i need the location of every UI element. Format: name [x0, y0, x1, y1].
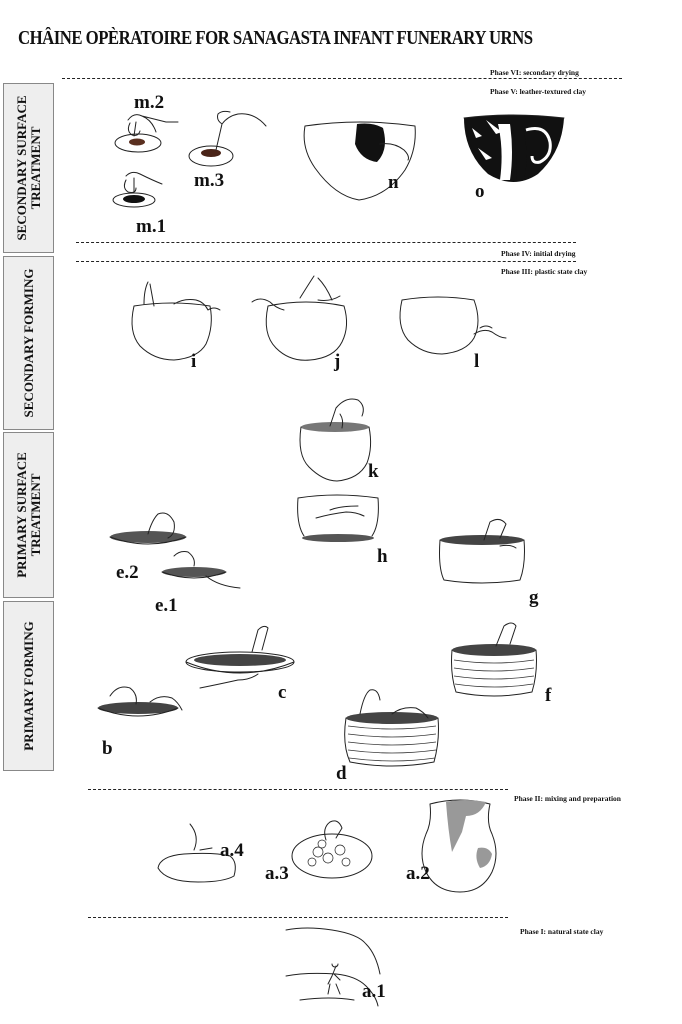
k-illustration [300, 399, 371, 481]
c-illustration [186, 626, 294, 688]
label-i: i [191, 351, 196, 373]
l-illustration [400, 297, 506, 354]
label-j: j [334, 351, 340, 373]
label-a3: a.3 [265, 863, 289, 885]
d-illustration [345, 690, 439, 766]
f-illustration [452, 623, 537, 696]
g-illustration [440, 519, 525, 583]
b-illustration [98, 687, 182, 716]
label-a2: a.2 [406, 863, 430, 885]
label-e2: e.2 [116, 562, 139, 584]
label-f: f [545, 685, 551, 707]
label-a1: a.1 [362, 981, 386, 1003]
o-illustration [464, 115, 564, 182]
a3-illustration [292, 821, 372, 878]
j-illustration [252, 276, 347, 360]
label-m3: m.3 [194, 170, 224, 192]
i-illustration [132, 282, 220, 360]
label-h: h [377, 546, 388, 568]
h-illustration [298, 495, 379, 542]
label-e1: e.1 [155, 595, 178, 617]
label-c: c [278, 682, 286, 704]
m1-illustration [113, 172, 162, 207]
label-b: b [102, 738, 113, 760]
label-m2: m.2 [134, 92, 164, 114]
label-n: n [388, 172, 399, 194]
e1-illustration [162, 552, 240, 589]
label-a4: a.4 [220, 840, 244, 862]
e2-illustration [110, 513, 186, 544]
m3-illustration [189, 111, 266, 166]
label-k: k [368, 461, 379, 483]
m2-illustration [115, 115, 178, 152]
label-d: d [336, 763, 347, 785]
label-l: l [474, 351, 479, 373]
label-m1: m.1 [136, 216, 166, 238]
label-o: o [475, 181, 485, 203]
a2-illustration [422, 800, 496, 892]
label-g: g [529, 587, 539, 609]
